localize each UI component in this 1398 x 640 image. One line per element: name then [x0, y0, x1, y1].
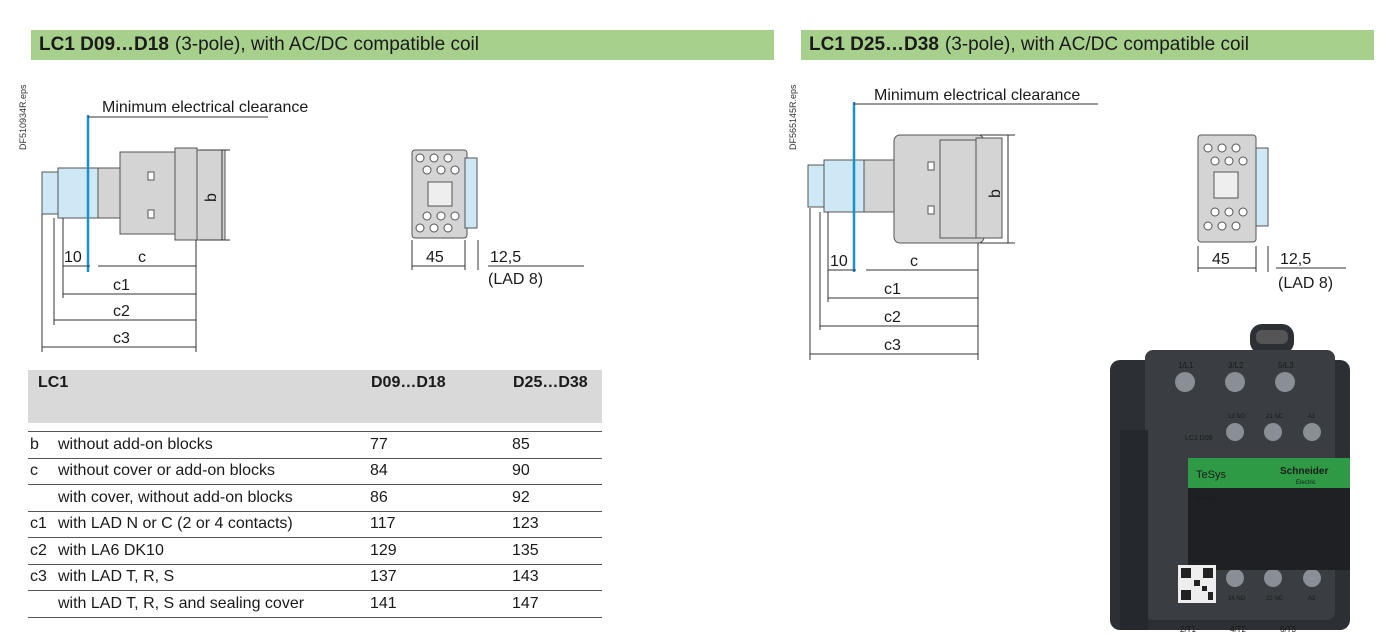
left-dim-c1: c1: [113, 277, 130, 294]
photo-terminal-1: 1/L1: [1178, 361, 1194, 370]
photo-brand-band: [1188, 458, 1350, 488]
table-cell-symbol: [28, 484, 58, 512]
table-cell-d09: 137: [370, 564, 512, 591]
table-cell-d25: 85: [512, 431, 602, 459]
photo-contact-21: 21 NC: [1266, 414, 1284, 420]
table-cell-symbol: c1: [28, 511, 58, 538]
table-header-row: LC1 D09…D18 D25…D38: [28, 370, 602, 423]
right-dimension-drawing: Minimum electrical clearance b 10 c c1 c…: [807, 87, 1346, 360]
right-front-view: [1197, 134, 1269, 243]
left-front-view: [411, 149, 478, 239]
table-cell-d09: 86: [370, 484, 512, 512]
right-side-view: [807, 134, 1003, 244]
photo-terminal-3: 3/L2: [1228, 361, 1244, 370]
left-dim-b: b: [203, 193, 220, 202]
left-clearance-label: Minimum electrical clearance: [102, 99, 308, 116]
table-cell-symbol: c: [28, 458, 58, 485]
table-cell-description: with LAD T, R, S and sealing cover: [58, 590, 370, 618]
right-dim-c1: c1: [884, 281, 901, 298]
photo-model-label: LC1 D09: [1185, 435, 1213, 442]
table-header-lc1: LC1: [28, 370, 370, 423]
right-section-header: LC1 D25…D38 (3-pole), with AC/DC compati…: [801, 30, 1374, 60]
photo-brand-electric: Electric: [1296, 480, 1316, 486]
photo-contact-14: 14 NO: [1228, 596, 1246, 602]
table-cell-d09: 141: [370, 590, 512, 618]
table-cell-d25: 143: [512, 564, 602, 591]
left-header-title: LC1 D09…D18: [39, 34, 169, 55]
photo-brand-tesys: TeSys: [1196, 469, 1226, 481]
table-cell-description: with LAD N or C (2 or 4 contacts): [58, 511, 370, 538]
right-header-title: LC1 D25…D38: [809, 34, 939, 55]
table-cell-symbol: c3: [28, 564, 58, 591]
right-header-subtitle: (3-pole), with AC/DC compatible coil: [944, 34, 1250, 55]
table-cell-description: without add-on blocks: [58, 431, 370, 459]
left-dim-c3: c3: [113, 330, 130, 347]
photo-terminal-6: 6/T3: [1280, 625, 1297, 634]
right-dim-c: c: [910, 253, 918, 270]
photo-contact-a1: A1: [1308, 414, 1316, 420]
table-cell-description: with LA6 DK10: [58, 537, 370, 565]
left-side-view: [41, 147, 226, 241]
table-cell-d09: 117: [370, 511, 512, 538]
left-header-subtitle: (3-pole), with AC/DC compatible coil: [174, 34, 480, 55]
table-cell-d09: 129: [370, 537, 512, 565]
right-dim-10: 10: [830, 253, 848, 270]
table-header-d09: D09…D18: [370, 370, 512, 423]
right-dim-lad8: (LAD 8): [1278, 275, 1333, 292]
photo-terminal-5: 5/L3: [1278, 361, 1294, 370]
table-cell-d09: 77: [370, 431, 512, 459]
photo-terminal-2: 2/T1: [1180, 625, 1197, 634]
table-cell-description: with LAD T, R, S: [58, 564, 370, 591]
photo-contact-13: 13 NO: [1228, 414, 1246, 420]
table-cell-d25: 90: [512, 458, 602, 485]
right-dim-c2: c2: [884, 309, 901, 326]
right-dim-b: b: [987, 189, 1004, 198]
photo-brand-schneider: Schneider: [1280, 466, 1328, 477]
left-dim-12-5: 12,5: [490, 249, 521, 266]
table-cell-description: without cover or add-on blocks: [58, 458, 370, 485]
right-dim-c3: c3: [884, 337, 901, 354]
right-dim-12-5: 12,5: [1280, 251, 1311, 268]
table-cell-d09: 84: [370, 458, 512, 485]
table-cell-d25: 147: [512, 590, 602, 618]
left-dim-45: 45: [426, 249, 444, 266]
contactor-photo: 1/L1 3/L2 5/L3 13 NO 21 NC A1 LC1 D09 Te…: [1110, 324, 1350, 634]
photo-contact-22: 22 NC: [1266, 596, 1284, 602]
table-cell-d25: 123: [512, 511, 602, 538]
table-cell-symbol: b: [28, 431, 58, 459]
table-header-d25: D25…D38: [512, 370, 602, 423]
left-dim-10: 10: [64, 249, 82, 266]
left-dim-c2: c2: [113, 303, 130, 320]
left-dim-c: c: [138, 249, 146, 266]
left-dim-lad8: (LAD 8): [488, 271, 543, 288]
table-cell-description: with cover, without add-on blocks: [58, 484, 370, 512]
table-cell-d25: 135: [512, 537, 602, 565]
table-cell-symbol: c2: [28, 537, 58, 565]
photo-terminal-4: 4/T2: [1230, 625, 1247, 634]
photo-contact-a2: A2: [1308, 596, 1316, 602]
right-dim-45: 45: [1212, 251, 1230, 268]
left-dimension-drawing: Minimum electrical clearance b 10 c c1 c…: [41, 99, 584, 352]
left-section-header: LC1 D09…D18 (3-pole), with AC/DC compati…: [31, 30, 774, 60]
table-cell-symbol: [28, 590, 58, 618]
right-clearance-label: Minimum electrical clearance: [874, 87, 1080, 104]
photo-control-label: Control: [1196, 496, 1215, 502]
table-cell-d25: 92: [512, 484, 602, 512]
table-spacer-row: [28, 423, 602, 432]
